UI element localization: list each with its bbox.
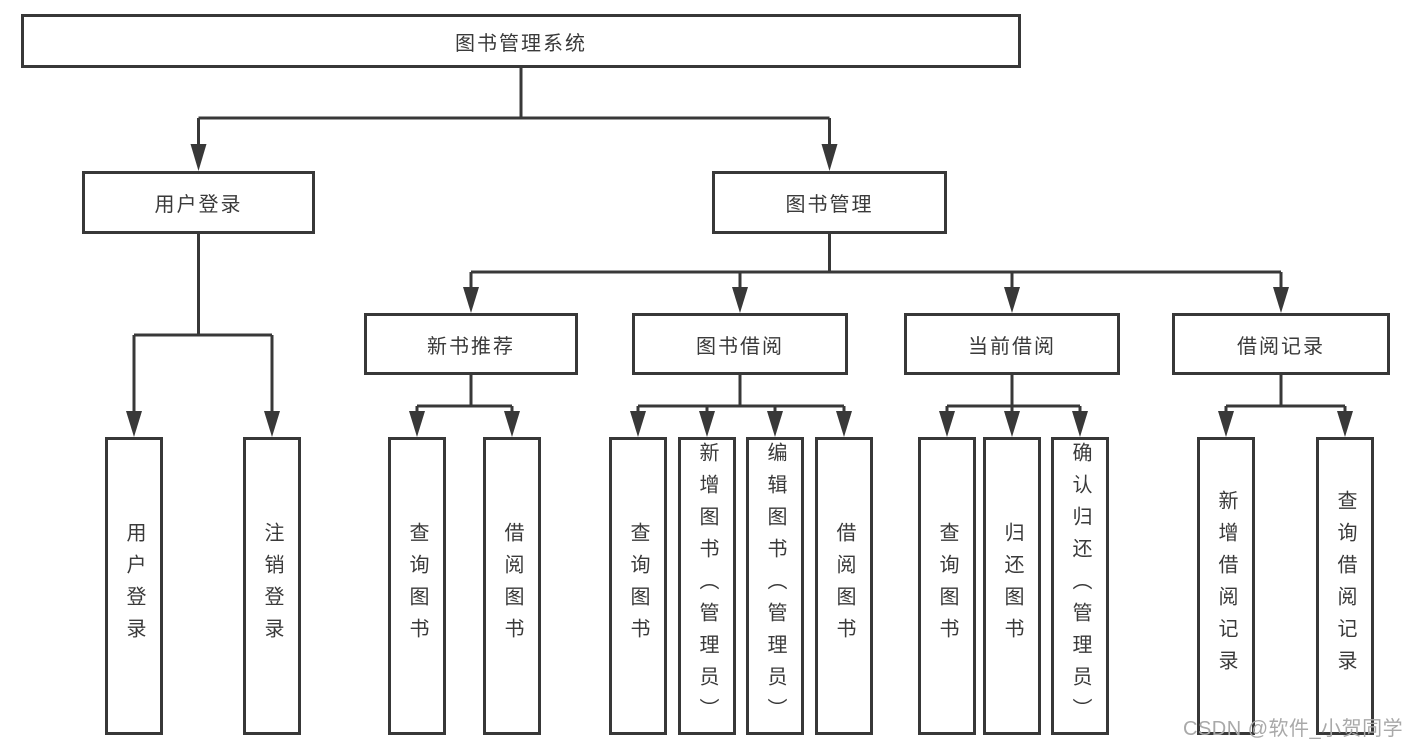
node-user-login-label: 用户登录 [154, 194, 243, 216]
node-book-borrowing-label: 图书借阅 [696, 335, 784, 358]
leaf-borrow-books: 借阅图书 [815, 437, 873, 735]
leaf-user-login-label: 用户登录 [123, 522, 145, 650]
leaf-newrec-borrow-books-label: 借阅图书 [501, 522, 523, 650]
node-book-borrowing: 图书借阅 [632, 313, 848, 375]
leaf-query-borrow-record-label: 查询借阅记录 [1334, 490, 1356, 682]
leaf-edit-books-admin: 编辑图书（管理员） [746, 437, 804, 735]
leaf-add-books-admin-label: 新增图书（管理员） [696, 442, 718, 730]
leaf-confirm-return-admin: 确认归还（管理员） [1051, 437, 1109, 735]
leaf-current-query-books: 查询图书 [918, 437, 976, 735]
node-user-login: 用户登录 [82, 171, 315, 234]
leaf-user-login: 用户登录 [105, 437, 163, 735]
node-current-borrowing: 当前借阅 [904, 313, 1120, 375]
leaf-query-borrow-record: 查询借阅记录 [1316, 437, 1374, 735]
leaf-return-books: 归还图书 [983, 437, 1041, 735]
node-root-label: 图书管理系统 [455, 32, 587, 55]
leaf-add-borrow-record-label: 新增借阅记录 [1215, 490, 1237, 682]
node-book-management-label: 图书管理 [785, 194, 874, 216]
leaf-return-books-label: 归还图书 [1001, 522, 1023, 650]
leaf-borrow-query-books-label: 查询图书 [627, 522, 649, 650]
node-borrowing-records: 借阅记录 [1172, 313, 1390, 375]
node-new-book-recommendation: 新书推荐 [364, 313, 578, 375]
csdn-watermark: CSDN @软件_小贺同学 [1183, 718, 1404, 740]
leaf-current-query-books-label: 查询图书 [936, 522, 958, 650]
leaf-add-books-admin: 新增图书（管理员） [678, 437, 736, 735]
leaf-borrow-query-books: 查询图书 [609, 437, 667, 735]
node-book-management: 图书管理 [712, 171, 947, 234]
leaf-borrow-books-label: 借阅图书 [833, 522, 855, 650]
leaf-add-borrow-record: 新增借阅记录 [1197, 437, 1255, 735]
node-current-borrowing-label: 当前借阅 [968, 335, 1056, 358]
leaf-newrec-borrow-books: 借阅图书 [483, 437, 541, 735]
leaf-newrec-query-books: 查询图书 [388, 437, 446, 735]
leaf-newrec-query-books-label: 查询图书 [406, 522, 428, 650]
leaf-confirm-return-admin-label: 确认归还（管理员） [1069, 442, 1091, 730]
node-borrowing-records-label: 借阅记录 [1237, 335, 1325, 358]
node-root: 图书管理系统 [21, 14, 1021, 68]
leaf-logout-label: 注销登录 [261, 522, 283, 650]
leaf-edit-books-admin-label: 编辑图书（管理员） [764, 442, 786, 730]
leaf-logout: 注销登录 [243, 437, 301, 735]
node-new-book-recommendation-label: 新书推荐 [427, 335, 515, 358]
